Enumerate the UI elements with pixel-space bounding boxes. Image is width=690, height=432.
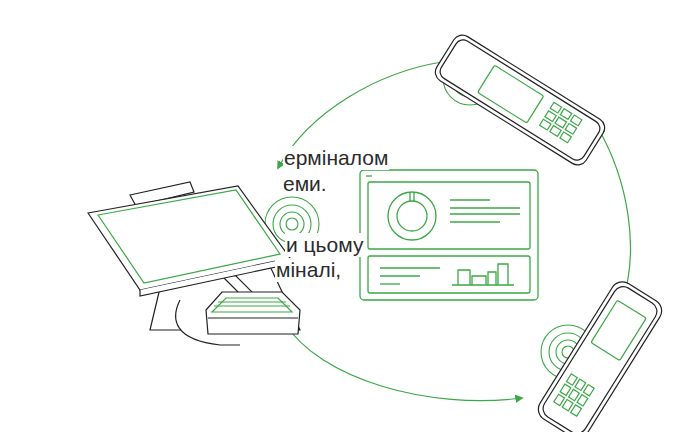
handheld-terminal: [534, 277, 666, 432]
text-fragment: и цьому: [285, 233, 364, 257]
text-fragment: ерміналом: [283, 146, 389, 170]
handheld-terminal: [432, 31, 609, 168]
text-fragment: еми.: [282, 172, 328, 196]
text-fragment: міналі,: [275, 258, 342, 282]
pos-tablet: [88, 182, 300, 345]
card-reader: [206, 292, 300, 334]
dashboard-window: [360, 170, 538, 300]
